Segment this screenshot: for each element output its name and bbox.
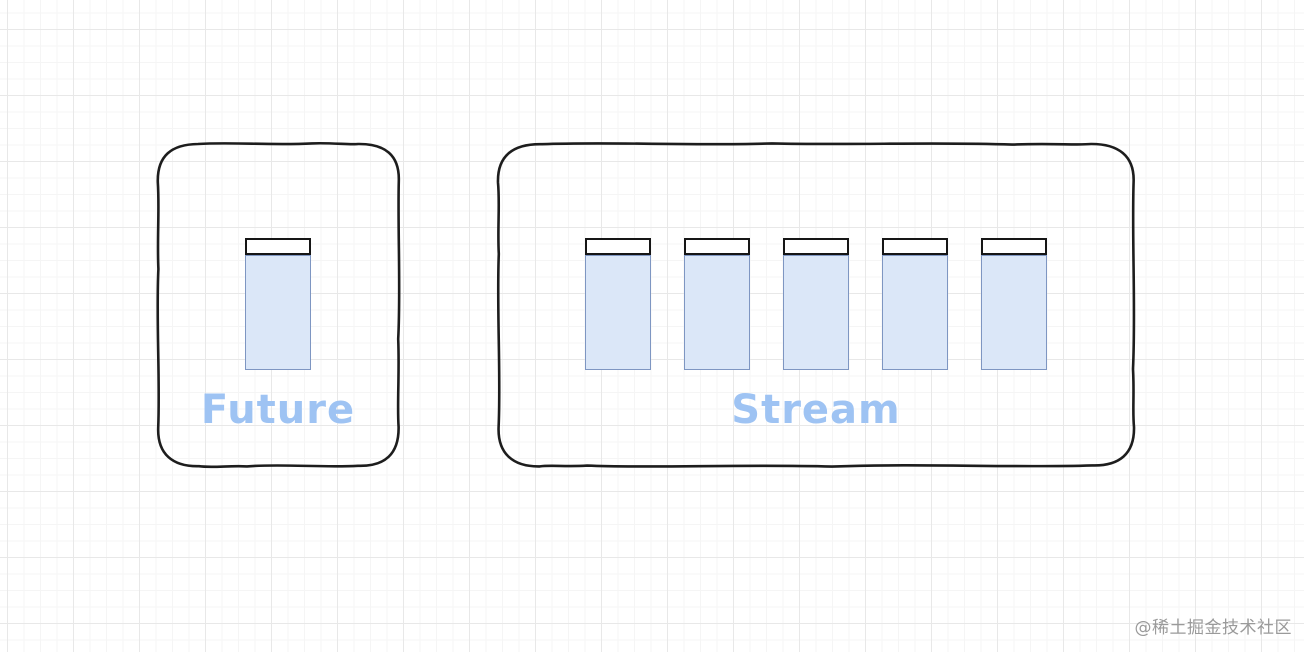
queue-cell — [684, 238, 750, 370]
stream-label: Stream — [731, 387, 901, 433]
cell-cap — [783, 238, 849, 255]
cell-cap — [684, 238, 750, 255]
stream-sketch-border — [496, 142, 1136, 468]
stream-cells — [492, 238, 1140, 370]
future-cells — [152, 238, 404, 370]
cell-body — [783, 255, 849, 370]
queue-cell — [245, 238, 311, 370]
cell-cap — [245, 238, 311, 255]
cell-cap — [882, 238, 948, 255]
cell-body — [245, 255, 311, 370]
future-sketch-border — [156, 141, 401, 469]
watermark: @稀土掘金技术社区 — [1134, 618, 1292, 638]
queue-cell — [585, 238, 651, 370]
cell-cap — [585, 238, 651, 255]
cell-body — [981, 255, 1047, 370]
cell-cap — [981, 238, 1047, 255]
queue-cell — [783, 238, 849, 370]
cell-body — [684, 255, 750, 370]
future-label: Future — [200, 387, 356, 433]
queue-cell — [882, 238, 948, 370]
cell-body — [882, 255, 948, 370]
queue-cell — [981, 238, 1047, 370]
stream-box: Stream — [492, 139, 1140, 471]
future-box: Future — [152, 139, 404, 471]
cell-body — [585, 255, 651, 370]
